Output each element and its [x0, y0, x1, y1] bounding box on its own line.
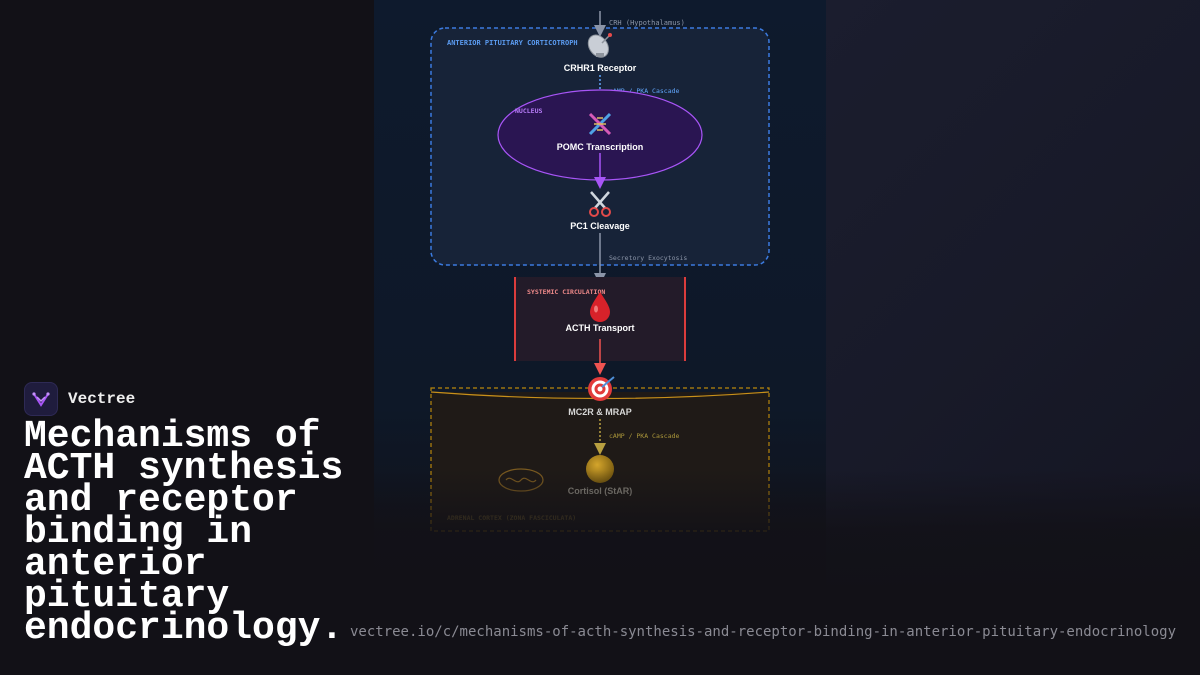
nucleus-label: NUCLEUS — [515, 107, 542, 115]
cascade-label-2: cAMP / PKA Cascade — [609, 432, 680, 440]
crh-input-label: CRH (Hypothalamus) — [609, 19, 685, 27]
target-icon — [588, 376, 615, 401]
cleavage-label: PC1 Cleavage — [570, 221, 630, 231]
cortisol-label: Cortisol (StAR) — [568, 486, 633, 496]
receptor-label: CRHR1 Receptor — [564, 63, 637, 73]
satellite-dish-icon — [587, 33, 612, 58]
dna-icon — [588, 112, 612, 136]
mc2r-label: MC2R & MRAP — [568, 407, 632, 417]
transcription-label: POMC Transcription — [557, 142, 644, 152]
page-url[interactable]: vectree.io/c/mechanisms-of-acth-synthesi… — [349, 624, 1176, 640]
vectree-logo-icon — [24, 382, 58, 416]
scissors-icon — [589, 191, 611, 217]
brand-block: Vectree — [24, 382, 135, 416]
cortisol-sphere-icon — [586, 455, 614, 483]
adrenal-region-label: ADRENAL CORTEX (ZONA FASCICULATA) — [447, 514, 576, 522]
pituitary-region-label: ANTERIOR PITUITARY CORTICOTROPH — [447, 39, 578, 47]
circulation-region-label: SYSTEMIC CIRCULATION — [527, 288, 605, 296]
brand-name: Vectree — [68, 390, 136, 408]
blood-drop-icon — [590, 292, 610, 322]
page-title: Mechanisms of ACTH synthesis and recepto… — [24, 415, 344, 650]
transport-label: ACTH Transport — [565, 323, 634, 333]
cascade-label-1: cAMP / PKA Cascade — [609, 87, 680, 95]
exocytosis-label: Secretory Exocytosis — [609, 254, 687, 262]
